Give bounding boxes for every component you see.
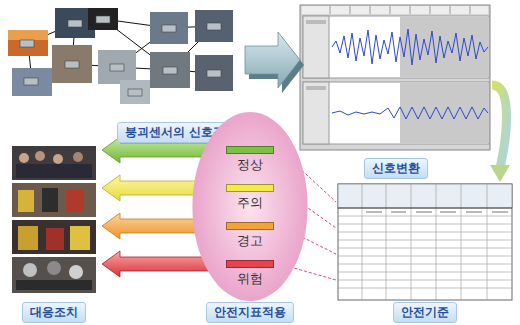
waveform-window-part (332, 29, 488, 65)
level-bar (226, 146, 274, 154)
level-indicator: 경고 (220, 222, 280, 256)
level-label: 주의 (220, 195, 280, 211)
stage-label: 안전지표적용 (206, 302, 294, 323)
waveform-window-part (303, 82, 329, 144)
waveform-window-part (306, 20, 326, 24)
waveform-window-part (302, 6, 488, 14)
response-photo-part (66, 190, 84, 212)
response-photo-part (42, 188, 58, 212)
criteria-table-part (362, 184, 487, 300)
waveform-window-part (330, 6, 470, 14)
sensor-icon-part (24, 78, 38, 85)
stage-panel: 대응조치 (6, 140, 102, 323)
response-photo-part (69, 265, 83, 279)
site-photo-part (8, 30, 48, 56)
waveform-window-part (300, 5, 490, 150)
level-indicator: 위험 (220, 260, 280, 294)
waveform-window-part (332, 107, 488, 119)
waveform-window-part (303, 16, 329, 78)
response-photo-part (16, 280, 92, 290)
response-photo-part (73, 152, 83, 162)
response-photo-part (18, 226, 38, 250)
sensor-icon-part (110, 64, 124, 71)
level-label: 경고 (220, 233, 280, 249)
criteria-table-part (338, 184, 512, 300)
site-photo-part (150, 12, 188, 44)
stage-panel: 신호변환 (300, 3, 492, 179)
flow-arrow (490, 85, 510, 182)
response-photo-part (70, 226, 90, 250)
level-label: 위험 (220, 271, 280, 287)
response-photo-part (18, 190, 34, 212)
arrow-head (490, 165, 510, 182)
sensor-icon-part (128, 89, 142, 96)
level-bar (226, 222, 274, 230)
sensor-icon-part (163, 67, 177, 74)
waveform-window-part (400, 17, 488, 77)
stage-label: 안전기준 (393, 302, 457, 323)
criteria-table-part (338, 184, 512, 208)
site-photo-part (52, 45, 92, 83)
stage-panel: 안전기준 (336, 182, 514, 323)
block-arrow (245, 32, 300, 88)
level-indicator: 주의 (220, 184, 280, 218)
level-indicator: 정상 (220, 146, 280, 180)
site-photo-part (120, 80, 150, 104)
site-photo (8, 8, 233, 104)
response-photo-part (16, 164, 92, 178)
sensor-icon-part (162, 25, 176, 32)
site-photo-part (88, 8, 118, 30)
waveform-window-part (303, 16, 489, 78)
sensor-icon-part (68, 20, 82, 27)
response-photo-part (12, 220, 96, 254)
response-photo-part (12, 183, 96, 217)
site-photo-part (195, 10, 233, 42)
stage-panel: 붕괴센서의 신호감지 (5, 3, 245, 143)
response-photo (12, 146, 96, 293)
index-ellipse: 안전지표적용 정상주의경고위험 (190, 110, 310, 323)
curved-arrow (492, 85, 507, 168)
site-photo-part (98, 50, 136, 84)
sensor-icon (20, 16, 221, 96)
waveform-window-part (306, 86, 326, 90)
level-bar (226, 260, 274, 268)
sensor-icon-part (96, 16, 110, 23)
criteria-table-part (338, 216, 512, 288)
response-photo-part (19, 153, 29, 163)
response-photo-part (23, 263, 37, 277)
index-ellipse-fill (192, 112, 307, 301)
stage-label: 신호변환 (364, 158, 428, 179)
criteria-table (338, 184, 512, 300)
level-label: 정상 (220, 157, 280, 173)
response-photo-part (35, 151, 45, 161)
site-photo-part (8, 30, 48, 40)
sensor-icon-part (65, 61, 79, 68)
site-photo-part (195, 55, 233, 91)
response-photo-part (12, 257, 96, 293)
response-photo-part (46, 228, 64, 250)
site-photo-part (12, 68, 52, 96)
criteria-table-part (366, 211, 508, 213)
response-photo-part (12, 146, 96, 180)
sensor-icon-part (207, 23, 221, 30)
level-bar (226, 184, 274, 192)
site-photo-part (150, 52, 190, 88)
criteria-table-part (338, 208, 512, 209)
response-photo-part (47, 261, 61, 275)
sensor-icon-part (207, 70, 221, 77)
waveform-window (300, 5, 490, 150)
waveform-window-part (303, 82, 489, 144)
flow-arrow (245, 32, 304, 93)
sensor-icon-part (20, 40, 34, 47)
response-photo-part (53, 154, 63, 164)
stage-label: 대응조치 (22, 302, 86, 323)
